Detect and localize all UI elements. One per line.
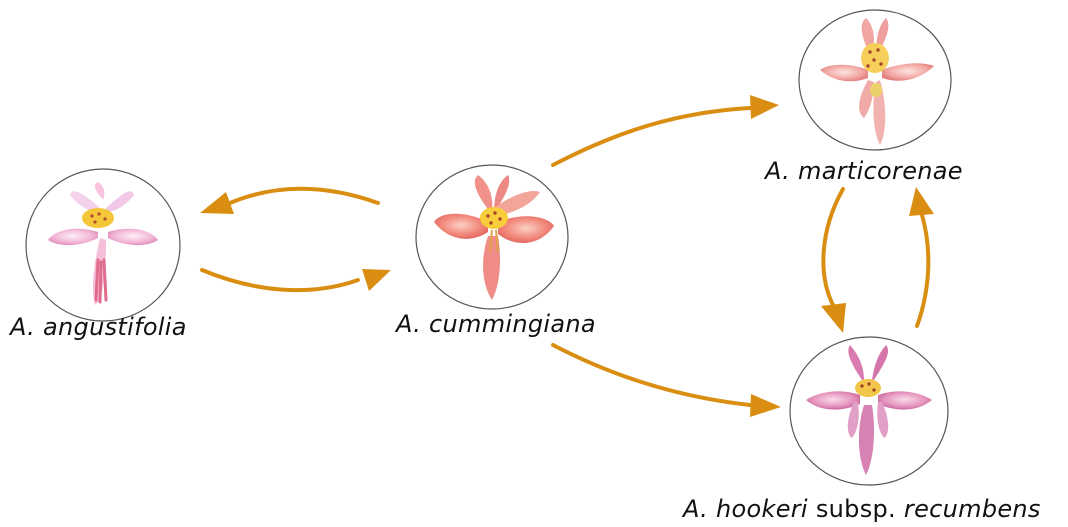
arrowhead-icon	[362, 269, 391, 291]
label-hookeri-rank: subsp.	[816, 495, 896, 523]
arrowhead-icon	[200, 192, 234, 214]
label-hookeri-genus: A. hookeri	[683, 495, 808, 523]
label-angustifolia-text: A. angustifolia	[10, 313, 187, 341]
arrowhead-icon	[750, 394, 781, 417]
label-marticorenae-text: A. marticorenae	[765, 157, 963, 185]
label-cummingiana: A. cummingiana	[396, 310, 596, 338]
arrow-angustifolia-to-cummingiana	[202, 270, 358, 290]
arrow-cummingiana-to-angustifolia	[230, 189, 378, 203]
node-cummingiana	[416, 165, 568, 309]
label-marticorenae: A. marticorenae	[765, 157, 963, 185]
node-marticorenae	[799, 10, 951, 150]
arrow-cummingiana-to-marticorenae	[553, 108, 750, 165]
arrow-hookeri-to-marticorenae	[917, 215, 928, 326]
node-angustifolia	[26, 169, 180, 321]
label-hookeri: A. hookeri subsp. recumbens	[683, 495, 1041, 523]
arrow-marticorenae-to-hookeri	[823, 189, 843, 305]
arrowhead-icon	[909, 187, 934, 216]
arrowhead-icon	[821, 303, 846, 333]
arrow-cummingiana-to-hookeri	[553, 345, 750, 405]
label-angustifolia: A. angustifolia	[10, 313, 187, 341]
label-cummingiana-text: A. cummingiana	[396, 310, 596, 338]
label-hookeri-epithet: recumbens	[904, 495, 1041, 523]
arrowhead-icon	[750, 95, 779, 119]
node-hookeri	[790, 337, 948, 485]
